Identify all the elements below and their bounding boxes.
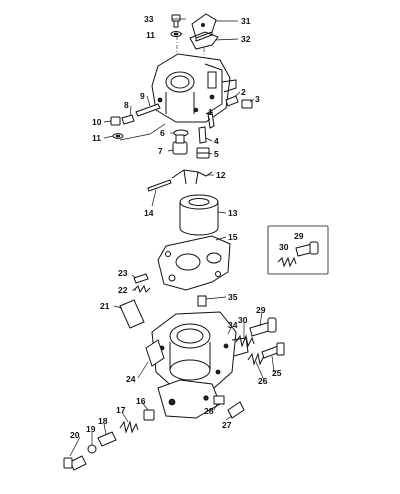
float-13 — [179, 194, 219, 236]
screw-23 — [133, 273, 149, 284]
screw-25 — [261, 342, 285, 359]
callout-24: 24 — [126, 374, 136, 384]
screw-18 — [97, 431, 117, 447]
throttle-body-casting — [151, 311, 249, 391]
callout-7: 7 — [158, 146, 163, 156]
callout-23: 23 — [118, 268, 128, 278]
callout-10: 10 — [92, 117, 102, 127]
callout-16: 16 — [136, 396, 146, 406]
callout-5: 5 — [214, 149, 219, 159]
gasket-15 — [157, 235, 231, 291]
callout-30-inset: 30 — [279, 242, 289, 252]
callout-4: 4 — [214, 136, 219, 146]
nut-5 — [196, 147, 210, 159]
spring-30-inset — [277, 256, 297, 268]
spring-22 — [133, 284, 151, 294]
idle-screw-26 — [247, 352, 265, 366]
callout-20: 20 — [70, 430, 80, 440]
callout-30: 30 — [238, 315, 248, 325]
upper-body-casting — [151, 53, 237, 123]
callout-32: 32 — [241, 34, 251, 44]
callout-35: 35 — [228, 292, 238, 302]
jet-4 — [198, 126, 207, 144]
callout-3: 3 — [255, 94, 260, 104]
callout-25: 25 — [272, 368, 282, 378]
callout-11-top: 11 — [146, 30, 155, 40]
washer-19 — [87, 444, 97, 454]
callout-34: 34 — [228, 320, 238, 330]
callout-29-inset: 29 — [294, 231, 304, 241]
washer-11-top — [170, 31, 182, 37]
valve-seat-7 — [172, 134, 188, 155]
lever-24 — [145, 339, 165, 367]
shaft-9 — [135, 103, 161, 117]
bolt-20 — [63, 455, 87, 471]
nut-28 — [213, 395, 225, 405]
callout-31: 31 — [241, 16, 251, 26]
callout-12: 12 — [216, 170, 226, 180]
callout-28: 28 — [204, 406, 214, 416]
needle-8 — [121, 114, 135, 125]
gasket-32 — [189, 31, 219, 50]
callout-22: 22 — [118, 285, 128, 295]
cover-plate-31 — [191, 13, 217, 42]
jet-2 — [225, 95, 239, 107]
callout-26: 26 — [258, 376, 268, 386]
callout-19: 19 — [86, 424, 96, 434]
callout-9: 9 — [140, 91, 145, 101]
callout-11-left: 11 — [92, 133, 101, 143]
callout-6: 6 — [160, 128, 165, 138]
mixture-screw-29-inset — [295, 241, 319, 257]
screw-10 — [110, 116, 121, 126]
callout-33: 33 — [144, 14, 154, 24]
callout-8: 8 — [124, 100, 129, 110]
fitting-35 — [197, 295, 207, 307]
inset-detail-box — [267, 225, 329, 275]
callout-1: 1 — [208, 107, 213, 117]
choke-block-21 — [119, 299, 145, 329]
callout-27: 27 — [222, 420, 232, 430]
spring-30 — [235, 334, 255, 348]
screw-33 — [171, 14, 181, 28]
jet-1 — [207, 111, 215, 129]
callout-29: 29 — [256, 305, 266, 315]
callout-21: 21 — [100, 301, 110, 311]
callout-17: 17 — [116, 405, 126, 415]
plug-3 — [241, 99, 253, 109]
screw-27 — [227, 401, 245, 419]
mixture-screw-29 — [249, 317, 277, 337]
callout-2: 2 — [241, 87, 246, 97]
callout-15: 15 — [228, 232, 238, 242]
callout-18: 18 — [98, 416, 108, 426]
callout-13: 13 — [228, 208, 238, 218]
fitting-16 — [143, 409, 155, 421]
callout-14: 14 — [144, 208, 154, 218]
spring-17 — [119, 420, 139, 434]
washer-11-left — [112, 133, 124, 139]
float-pin-14 — [147, 179, 172, 192]
float-arm-12 — [171, 169, 213, 185]
